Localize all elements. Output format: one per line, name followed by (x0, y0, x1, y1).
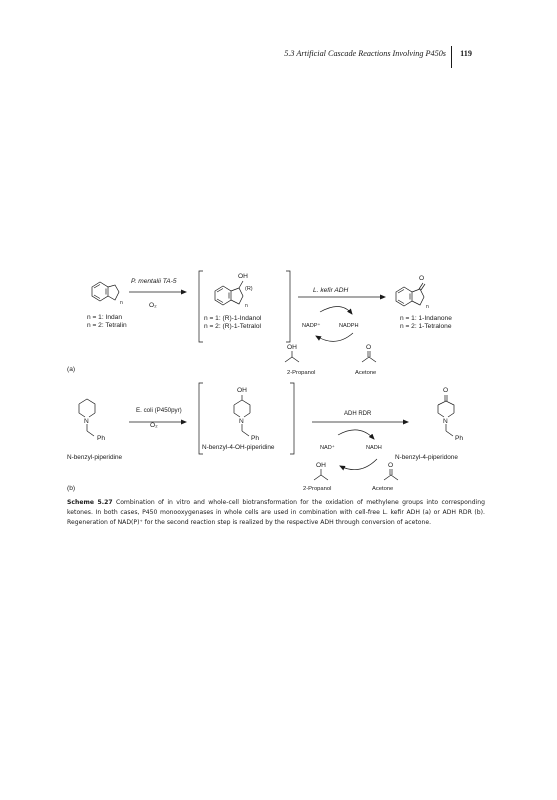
reactant-b-ph: Ph (97, 435, 105, 442)
cofactor-cycle-b-top (337, 429, 375, 440)
hydroxypiperidine-structure (233, 395, 251, 437)
intermediate-a-oh: OH (238, 273, 248, 280)
piperidone-structure (437, 395, 455, 437)
acetone-structure-a (361, 351, 377, 363)
product-a-line1: n = 1: 1-Indanone (400, 315, 452, 322)
coproduct-b-o: O (388, 462, 393, 469)
intermediate-b-oh: OH (237, 387, 247, 394)
panel-label-a: (a) (67, 366, 75, 373)
product-b-ph: Ph (455, 435, 463, 442)
cofactor-a-red: NADPH (339, 323, 359, 329)
enzyme-b2: ADH RDR (344, 411, 372, 417)
scheme-a-text: n n = 1: Indan n = 2: Tetralin P. mental… (67, 273, 452, 376)
caption-label: Scheme 5.27 (67, 499, 113, 506)
indanone-structure (395, 282, 426, 307)
intermediate-b-n: N (239, 418, 244, 425)
caption-text: Combination of in vitro and whole-cell b… (67, 499, 485, 526)
benzylpiperidine-structure (78, 398, 96, 437)
page-number: 119 (460, 49, 472, 58)
scheme-caption: Scheme 5.27 Combination of in vitro and … (67, 498, 485, 528)
intermediate-a-line2: n = 2: (R)-1-Tetralol (204, 323, 262, 330)
acetone-structure-b (383, 469, 399, 481)
coproduct-b: Acetone (372, 486, 393, 492)
coproduct-a: Acetone (355, 370, 376, 376)
ring-size-label-a2: n (245, 303, 248, 309)
indan-structure (91, 281, 120, 302)
cosubstrate-b-oh: OH (316, 462, 326, 469)
product-a-o: O (419, 275, 424, 282)
bracket-a-right (286, 270, 291, 343)
enzyme-a2: L. kefir ADH (313, 287, 349, 294)
cofactor-b-red: NADH (366, 445, 382, 451)
header-rule (451, 46, 452, 68)
intermediate-b-ph: Ph (251, 435, 259, 442)
ring-size-label-a: n (120, 300, 123, 306)
cosubstrate-a: 2-Propanol (287, 370, 315, 376)
cosubstrate-a-oh: OH (287, 344, 297, 351)
bracket-a-left (198, 270, 203, 343)
intermediate-a-stereo: (R) (245, 286, 253, 292)
scheme-a (91, 270, 426, 363)
indanol-structure (214, 280, 244, 306)
cofactor-cycle-a-bottom (315, 332, 354, 342)
isopropanol-structure-b (313, 469, 329, 481)
section-title: 5.3 Artificial Cascade Reactions Involvi… (284, 49, 446, 58)
product-b-name: N-benzyl-4-piperidone (395, 454, 458, 461)
running-head: 5.3 Artificial Cascade Reactions Involvi… (262, 46, 472, 68)
intermediate-b-name: N-benzyl-4-OH-piperidine (202, 444, 275, 451)
reactant-b-name: N-benzyl-piperidine (67, 454, 123, 461)
enzyme-b1: E. coli (P450pyr) (136, 407, 182, 414)
intermediate-a-line1: n = 1: (R)-1-Indanol (204, 315, 262, 322)
product-b-n: N (443, 418, 448, 425)
bracket-b-right (290, 382, 295, 455)
ring-size-label-a3: n (426, 304, 429, 310)
reactant-b-n: N (84, 418, 89, 425)
cofactor-b-ox: NAD⁺ (320, 444, 335, 451)
reagent-a1: O₂ (149, 302, 157, 309)
bracket-b-left (198, 382, 203, 455)
scheme-b (78, 382, 455, 481)
cosubstrate-b: 2-Propanol (303, 486, 331, 492)
reagent-b1: O₂ (150, 422, 158, 429)
product-b-o: O (443, 387, 448, 394)
reactant-a-line2: n = 2: Tetralin (87, 322, 127, 329)
scheme-b-text: N Ph N-benzyl-piperidine E. coli (P450py… (67, 387, 463, 492)
enzyme-a1: P. mentalii TA-5 (131, 278, 177, 285)
reactant-a-line1: n = 1: Indan (87, 314, 122, 321)
coproduct-a-o: O (366, 344, 371, 351)
cofactor-cycle-b-bottom (339, 458, 378, 471)
cofactor-a-ox: NADP⁺ (302, 322, 321, 329)
product-a-line2: n = 2: 1-Tetralone (400, 323, 452, 330)
panel-label-b: (b) (67, 485, 75, 492)
isopropanol-structure-a (284, 351, 300, 363)
cofactor-cycle-a-top (319, 306, 353, 315)
